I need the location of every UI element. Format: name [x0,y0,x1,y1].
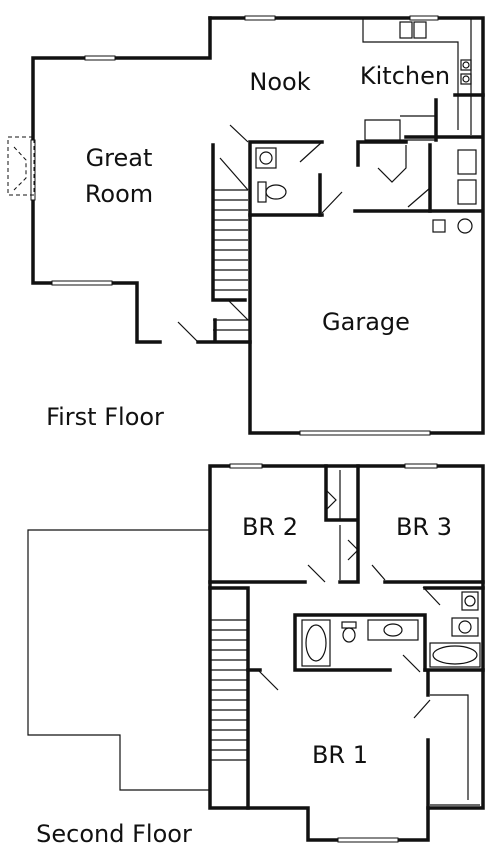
closet-door [325,489,386,581]
first-floor-entry-wall [196,318,252,344]
window [337,837,399,843]
door-swing [407,187,431,208]
door-swing [177,321,199,343]
kitchen-counters [362,18,485,142]
window [409,15,439,21]
door-swing [299,141,323,163]
door-swing [422,586,441,606]
second-floor-plan [27,463,485,843]
door-swing [321,191,343,214]
sink [255,147,277,169]
bathtub [429,642,481,668]
room-label-nook: Nook [249,68,310,96]
room-label-br1: BR 1 [312,741,368,769]
bathtub [301,619,331,667]
washer [457,149,477,175]
door-swing [227,299,249,321]
water-heater [432,219,446,233]
bedroom-dividing-wall [208,464,485,584]
first-floor-west-wall [31,16,212,344]
roof-outline [27,529,210,791]
room-label-br3: BR 3 [396,513,452,541]
dryer [457,179,477,205]
door-swing [257,669,279,691]
window [244,15,276,21]
second-floor-stairs [208,586,250,810]
fireplace [7,136,35,196]
window [404,463,438,469]
room-label-garage: Garage [322,308,410,336]
room-label-br2: BR 2 [242,513,298,541]
room-label-great-room: Great [86,144,153,172]
furnace [457,218,473,234]
bathroom-wall [293,613,427,672]
door-swing [229,124,249,143]
window [30,139,36,201]
door-swing [377,145,407,183]
first-floor-exterior-wall [208,16,485,435]
toilet [341,621,357,629]
walk-in-closet [430,694,480,806]
window [84,55,116,61]
window [51,280,113,286]
toilet [257,181,267,203]
room-label-great-room: Room [85,180,153,208]
kitchen-partition-wall [356,140,432,213]
door-swing [402,654,421,673]
vanity [451,617,479,637]
first-floor-plan [7,15,485,436]
toilet [461,591,479,611]
fireplace-hearth [13,146,27,191]
master-bath-wall [423,586,485,697]
door-swing [413,699,431,719]
floor-caption-first: First Floor [46,403,164,431]
vanity [367,619,419,641]
room-label-kitchen: Kitchen [360,62,450,90]
door-swing [307,564,326,583]
powder-room-wall [248,140,324,217]
window [299,430,431,436]
first-floor-stairs [211,143,250,331]
floor-caption-second: Second Floor [36,820,192,848]
second-floor-exterior-wall [208,464,485,842]
window [229,463,263,469]
